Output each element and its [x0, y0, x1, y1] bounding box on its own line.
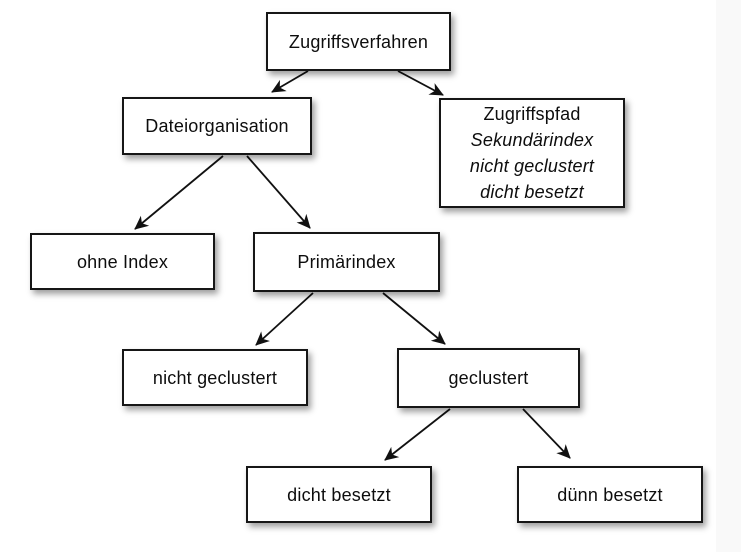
- edge-dateiorganisation-primaerindex: [246, 155, 311, 229]
- node-nicht-geclustert: nicht geclustert: [122, 349, 308, 406]
- edge-geclustert-duenn-besetzt: [522, 408, 571, 459]
- node-label: Primärindex: [297, 252, 396, 272]
- node-label: ohne Index: [76, 251, 169, 272]
- edge-zugriffsverfahren-zugriffspfad: [397, 70, 444, 96]
- node-label: dünn besetzt: [557, 484, 663, 505]
- node-duenn-besetzt: dünn besetzt: [517, 466, 703, 523]
- node-ohne-index: ohne Index: [30, 233, 215, 290]
- node-label: geclustert: [448, 368, 529, 388]
- edge-zugriffsverfahren-dateiorganisation: [271, 70, 309, 93]
- node-label: nicht geclustert: [152, 367, 278, 388]
- right-edge-strip: [716, 0, 741, 552]
- node-label: nicht geclustert: [469, 156, 595, 176]
- node-dicht-besetzt: dicht besetzt: [246, 466, 432, 523]
- node-geclustert: geclustert: [397, 348, 580, 408]
- node-dateiorganisation: Dateiorganisation: [122, 97, 312, 155]
- node-zugriffsverfahren: Zugriffsverfahren: [266, 12, 451, 71]
- edge-primaerindex-nicht-geclustert: [255, 292, 314, 346]
- edge-geclustert-dicht-besetzt: [384, 408, 451, 461]
- edge-dateiorganisation-ohne-index: [134, 155, 224, 230]
- node-label: Zugriffspfad: [483, 104, 581, 124]
- node-label: Zugriffsverfahren: [288, 31, 429, 52]
- node-label: dicht besetzt: [480, 182, 584, 202]
- node-label: Dateiorganisation: [145, 116, 289, 136]
- node-label: Sekundärindex: [470, 130, 594, 150]
- edge-primaerindex-geclustert: [382, 292, 446, 345]
- node-primaerindex: Primärindex: [253, 232, 440, 292]
- node-label: dicht besetzt: [287, 484, 391, 505]
